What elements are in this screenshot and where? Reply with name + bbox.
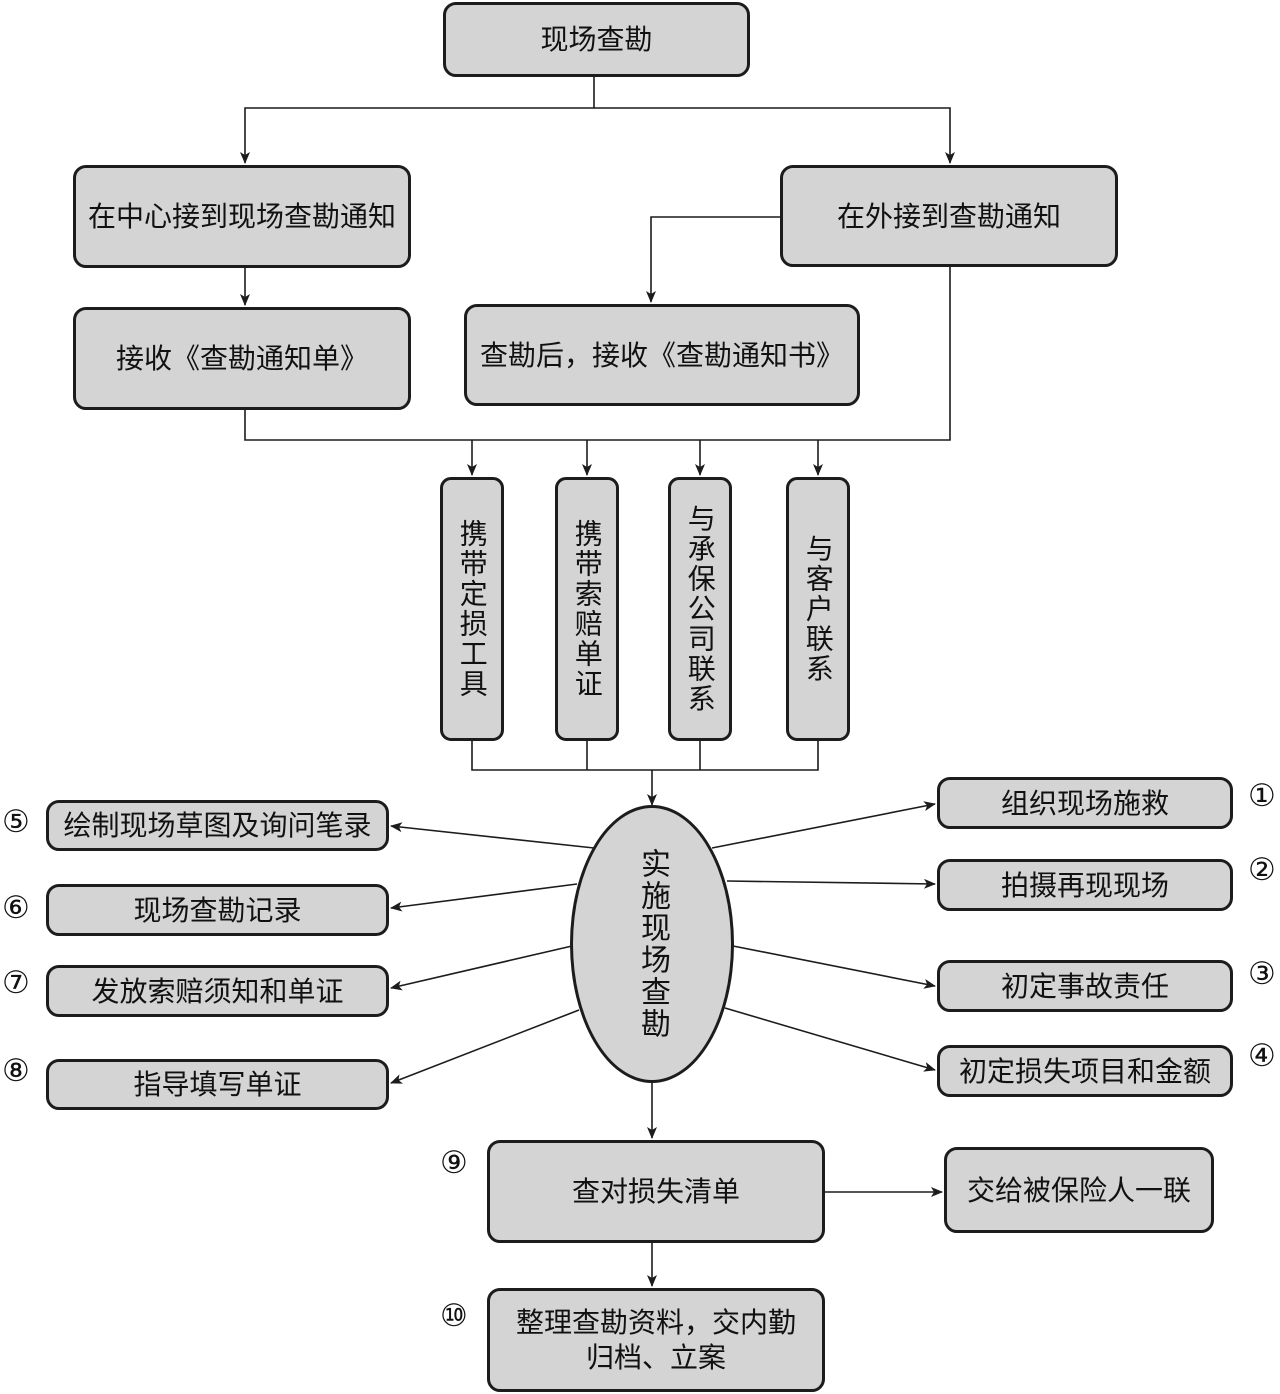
node-step9: 查对损失清单 xyxy=(487,1140,825,1243)
label-contact-insurer: 与承保公司联系 xyxy=(683,504,717,714)
link-step8 xyxy=(390,1009,580,1084)
marker-10: ⑩ xyxy=(440,1298,468,1334)
marker-6: ⑥ xyxy=(2,890,30,926)
marker-4: ④ xyxy=(1248,1038,1276,1074)
marker-3: ③ xyxy=(1248,956,1276,992)
node-carry-tools: 携带定损工具 xyxy=(440,477,504,741)
label-step10-line1: 整理查勘资料，交内勤 xyxy=(515,1306,796,1339)
node-contact-insurer: 与承保公司联系 xyxy=(668,477,732,741)
label-carry-forms: 携带索赔单证 xyxy=(570,519,604,699)
label-contact-customer: 与客户联系 xyxy=(801,534,835,684)
node-outside-notice: 在外接到查勘通知 xyxy=(780,165,1118,267)
label-step10-line2: 归档、立案 xyxy=(585,1341,726,1374)
node-step4: 初定损失项目和金额 xyxy=(937,1045,1233,1097)
link-start-right xyxy=(594,107,955,164)
marker-2: ② xyxy=(1248,852,1276,888)
node-step2: 拍摄再现现场 xyxy=(937,859,1233,911)
link-step5 xyxy=(390,822,595,849)
marker-8: ⑧ xyxy=(2,1053,30,1089)
node-step3: 初定事故责任 xyxy=(937,960,1233,1012)
link-step2 xyxy=(726,878,936,889)
node-give-insured: 交给被保险人一联 xyxy=(944,1147,1214,1233)
node-receive-sheet: 接收《查勘通知单》 xyxy=(73,307,411,410)
node-center-notice: 在中心接到现场查勘通知 xyxy=(73,165,411,268)
marker-5: ⑤ xyxy=(2,804,30,840)
link-outside-to-letter xyxy=(646,216,781,303)
marker-1: ① xyxy=(1248,778,1276,814)
node-contact-customer: 与客户联系 xyxy=(786,477,850,741)
link-step6 xyxy=(390,883,578,912)
node-carry-forms: 携带索赔单证 xyxy=(555,477,619,741)
marker-7: ⑦ xyxy=(2,965,30,1001)
marker-9: ⑨ xyxy=(440,1145,468,1181)
node-step7: 发放索赔须知和单证 xyxy=(46,965,389,1017)
label-implement: 实施现场查勘 xyxy=(635,848,670,1040)
node-start: 现场查勘 xyxy=(443,2,750,77)
node-step6: 现场查勘记录 xyxy=(46,884,389,936)
link-step7 xyxy=(390,945,573,991)
node-step5: 绘制现场草图及询问笔录 xyxy=(46,800,389,851)
node-receive-letter: 查勘后，接收《查勘通知书》 xyxy=(464,304,860,406)
link-step1 xyxy=(711,801,936,849)
link-start-split xyxy=(240,77,595,164)
node-implement: 实施现场查勘 xyxy=(570,805,734,1083)
label-carry-tools: 携带定损工具 xyxy=(455,519,489,699)
node-step10: 整理查勘资料，交内勤 归档、立案 xyxy=(487,1288,825,1392)
link-sheet-bus xyxy=(244,267,951,441)
link-step3 xyxy=(732,945,936,989)
link-merge xyxy=(471,741,819,771)
node-step1: 组织现场施救 xyxy=(937,777,1233,829)
link-step4 xyxy=(724,1007,936,1072)
node-step8: 指导填写单证 xyxy=(46,1059,389,1110)
